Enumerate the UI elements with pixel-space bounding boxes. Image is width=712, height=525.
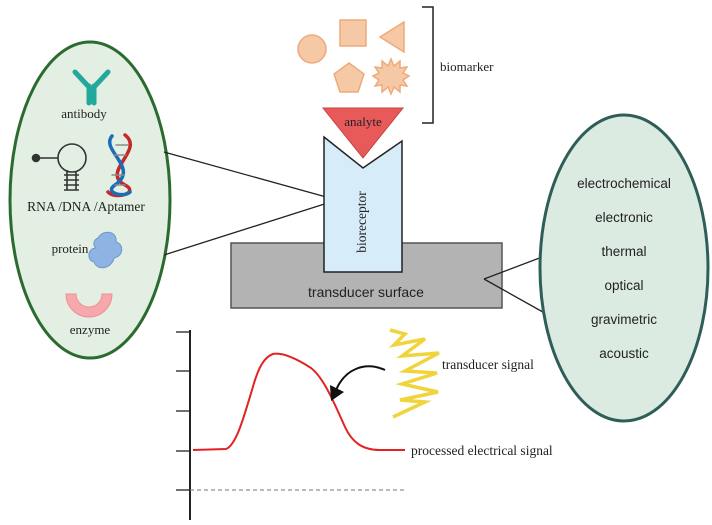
biomarker-shapes	[297, 19, 411, 96]
transducer-surface-label: transducer surface	[308, 284, 424, 300]
processed-signal-label: processed electrical signal	[411, 443, 553, 458]
dna-icon	[106, 133, 133, 198]
signal-arrowhead	[330, 385, 344, 401]
transducer-signal-zigzag-icon	[388, 328, 440, 419]
antibody-icon	[72, 69, 111, 106]
processed-signal-curve	[192, 352, 405, 451]
biomarker-pentagon-icon	[333, 62, 365, 93]
transducer-type-thermal: thermal	[601, 244, 646, 259]
aptamer-icon	[31, 143, 87, 191]
signal-arrow	[335, 365, 386, 391]
connector-left-top	[163, 151, 338, 201]
antibody-label: antibody	[61, 106, 107, 121]
connector-left-bottom	[163, 199, 338, 256]
transducer-signal-label: transducer signal	[442, 357, 534, 372]
biomarker-star-icon	[371, 57, 411, 96]
signal-plot-ticks	[176, 331, 190, 491]
bioreceptor-label: bioreceptor	[354, 191, 369, 253]
nucleic-acid-label: RNA /DNA /Aptamer	[27, 199, 145, 214]
transducer-type-electrochemical: electrochemical	[577, 176, 671, 191]
biomarker-label: biomarker	[440, 59, 494, 74]
enzyme-label: enzyme	[70, 322, 111, 337]
receptor-types-ellipse	[8, 40, 172, 360]
enzyme-icon	[65, 293, 113, 318]
analyte-label: analyte	[344, 114, 382, 129]
protein-label: protein	[52, 241, 89, 256]
biomarker-square-icon	[339, 19, 367, 47]
biomarker-triangle-icon	[378, 20, 405, 54]
transducer-type-electronic: electronic	[595, 210, 653, 225]
transducer-type-optical: optical	[604, 278, 643, 293]
transducer-type-gravimetric: gravimetric	[591, 312, 657, 327]
protein-icon	[88, 231, 123, 269]
analyte-shape	[321, 107, 405, 159]
connector-right-bottom	[483, 278, 551, 317]
biomarker-circle-icon	[297, 34, 327, 64]
transducer-type-acoustic: acoustic	[599, 346, 649, 361]
biomarker-bracket	[422, 6, 434, 124]
transducer-types-ellipse	[538, 113, 710, 423]
bioreceptor-shape	[323, 135, 403, 273]
